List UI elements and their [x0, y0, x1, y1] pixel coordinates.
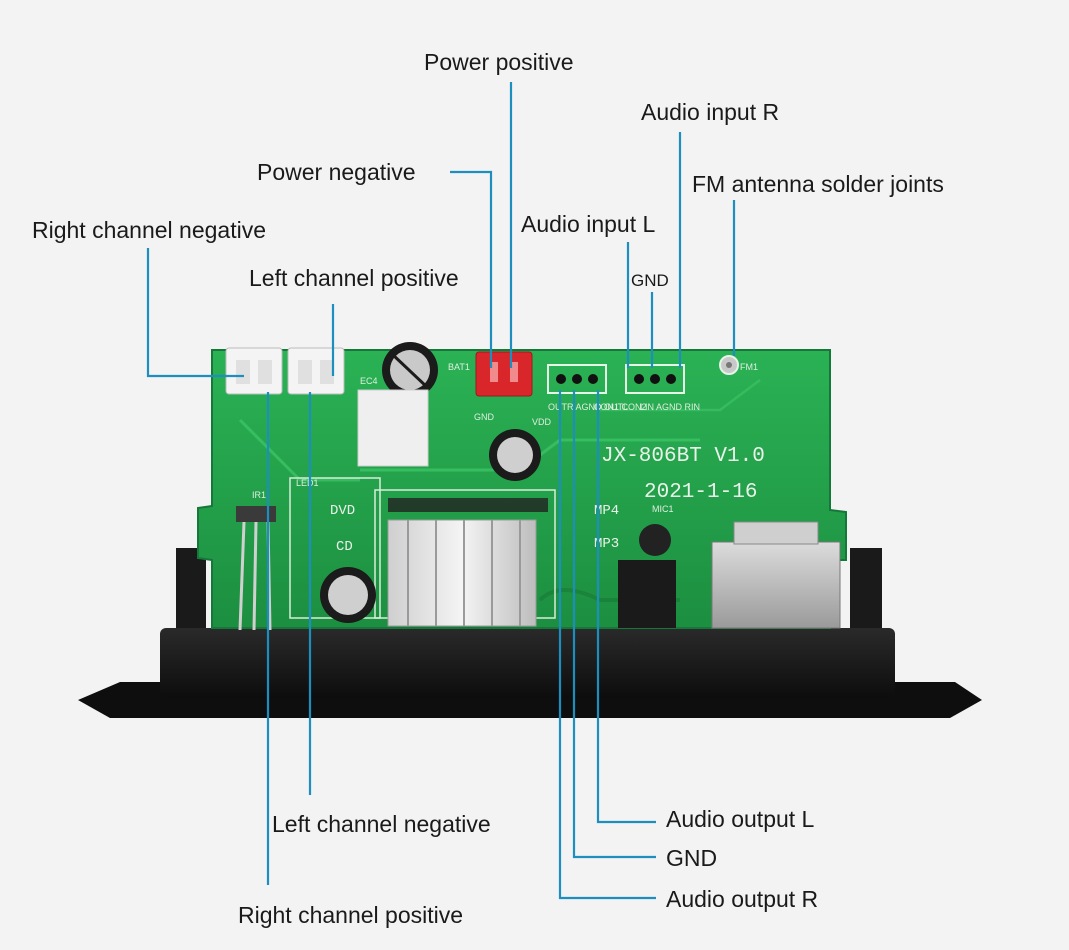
speaker-connector-left — [287, 347, 345, 395]
label-power-positive: Power positive — [424, 49, 574, 75]
front-panel — [78, 548, 982, 718]
labels: Power positive Audio input R Power negat… — [32, 49, 944, 928]
svg-text:DVD: DVD — [330, 503, 355, 519]
svg-text:MIC1: MIC1 — [652, 504, 674, 514]
usb-port — [711, 521, 841, 629]
microphone — [639, 524, 671, 556]
svg-text:LIN AGND RIN: LIN AGND RIN — [640, 402, 700, 412]
audio-input-header — [625, 364, 685, 394]
svg-text:LED1: LED1 — [296, 478, 319, 488]
svg-text:BAT1: BAT1 — [448, 362, 470, 372]
label-right-channel-negative: Right channel negative — [32, 217, 266, 243]
board-model: JX-806BT V1.0 — [601, 445, 765, 468]
label-fm-antenna: FM antenna solder joints — [692, 171, 944, 197]
capacitor-bottom — [320, 567, 376, 623]
lead-lines — [146, 82, 736, 900]
capacitor-top — [382, 342, 438, 398]
fm-antenna-pad — [719, 355, 739, 375]
svg-text:VDD: VDD — [532, 417, 552, 427]
svg-text:OUTR AGND OUTL: OUTR AGND OUTL — [548, 402, 628, 412]
svg-text:CON1 CON2: CON1 CON2 — [594, 402, 647, 412]
label-right-channel-positive: Right channel positive — [238, 902, 463, 928]
svg-text:IR1: IR1 — [252, 490, 266, 500]
label-power-negative: Power negative — [257, 159, 416, 185]
label-gnd-top: GND — [631, 271, 669, 290]
svg-text:FM1: FM1 — [740, 362, 758, 372]
svg-text:MP4: MP4 — [594, 503, 619, 519]
label-gnd-bottom: GND — [666, 845, 717, 871]
white-module — [357, 389, 429, 467]
silkscreen: JX-806BT V1.0 2021-1-16 BAT1 FM1 GND VDD… — [252, 362, 765, 555]
capacitor-middle — [489, 429, 541, 481]
label-audio-input-l: Audio input L — [521, 211, 655, 237]
svg-text:MP3: MP3 — [594, 536, 619, 552]
power-connector — [475, 351, 533, 397]
label-left-channel-positive: Left channel positive — [249, 265, 459, 291]
heatsink — [387, 498, 548, 627]
svg-text:EC4: EC4 — [360, 376, 378, 386]
audio-jack — [618, 560, 676, 628]
speaker-connector-right — [225, 347, 283, 395]
svg-text:CD: CD — [336, 539, 353, 555]
audio-output-header — [547, 364, 607, 394]
label-audio-output-l: Audio output L — [666, 806, 815, 832]
board-date: 2021-1-16 — [644, 481, 757, 504]
label-audio-output-r: Audio output R — [666, 886, 818, 912]
svg-text:GND: GND — [474, 412, 495, 422]
label-audio-input-r: Audio input R — [641, 99, 779, 125]
label-left-channel-negative: Left channel negative — [272, 811, 491, 837]
